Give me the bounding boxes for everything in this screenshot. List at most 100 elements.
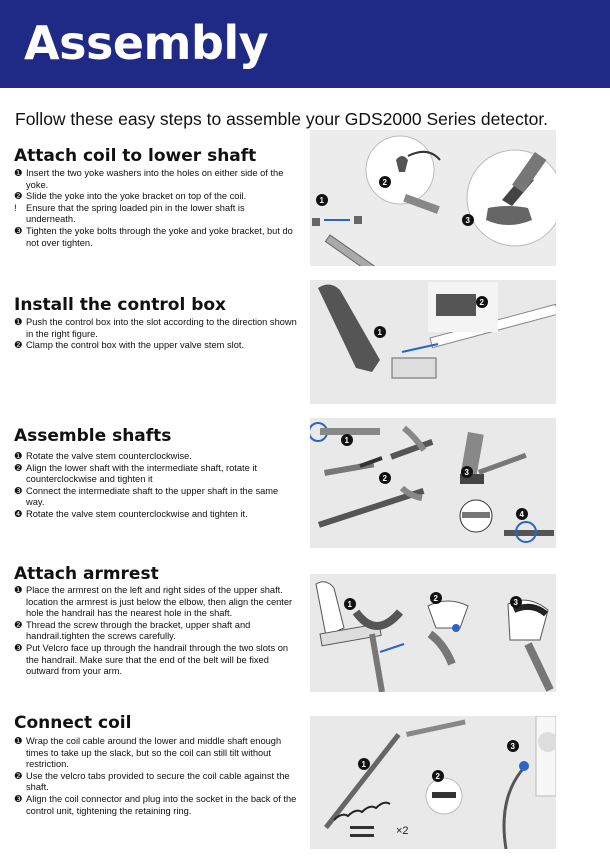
figure-number: 3 [466, 216, 471, 225]
direction-arrow-icon [379, 643, 405, 653]
step-text: Ensure that the spring loaded pin in the… [26, 202, 245, 225]
figure-badge [510, 596, 522, 608]
step-text: Place the armrest on the left and right … [26, 585, 293, 619]
quantity-label: ×2 [396, 825, 409, 837]
step-item: ! Ensure that the spring loaded pin in th… [14, 203, 294, 226]
step-bullet: ❸ [14, 485, 23, 497]
figure-badge [316, 194, 328, 206]
step-bullet: ❶ [14, 317, 23, 328]
step-bullet: ❸ [14, 225, 23, 237]
figure-number: 2 [480, 298, 485, 307]
step-text: Align the coil connector and plug into t… [26, 793, 297, 816]
section-title-assemble-shafts: Assemble shafts [14, 426, 172, 446]
figure-badge [476, 296, 488, 308]
step-bullet: ❶ [14, 168, 23, 179]
page-title: Assembly [24, 16, 269, 70]
step-text: Use the velcro tabs provided to secure t… [26, 770, 290, 793]
warning-icon: ! [14, 202, 17, 214]
control-box-illustration: 1 2 [318, 282, 556, 379]
figure-badge [462, 214, 474, 226]
step-bullet: ❷ [14, 462, 23, 474]
figure-number: 3 [511, 742, 516, 751]
step-bullet: ❷ [14, 770, 23, 782]
step-bullet: ❶ [14, 451, 23, 462]
figure-badge [374, 326, 386, 338]
figure-number: 1 [320, 196, 325, 205]
attach-coil-illustration: 1 2 3 [312, 135, 556, 266]
figure-badge [344, 598, 356, 610]
clamp-icon [436, 294, 476, 316]
figure-number: 1 [348, 600, 353, 609]
step-bullet: ❸ [14, 642, 23, 654]
screw-icon [452, 624, 460, 632]
connector-icon [519, 761, 529, 771]
yoke-icon [396, 156, 408, 172]
rotate-arrow-icon [515, 521, 537, 543]
figure-badge [516, 508, 528, 520]
figure-number: 2 [434, 594, 439, 603]
step-text: Slide the yoke into the yoke bracket on … [26, 191, 247, 202]
step-text: Insert the two yoke washers into the hol… [26, 168, 284, 190]
step-text: Connect the intermediate shaft to the up… [26, 485, 279, 508]
step-text: Tighten the yoke bolts through the yoke … [26, 225, 293, 248]
page-header: Assembly [0, 0, 610, 88]
step-text: Clamp the control box with the upper val… [26, 340, 245, 351]
figure-badge [379, 176, 391, 188]
figure-badge [461, 466, 473, 478]
figure-number: 2 [436, 772, 441, 781]
section-title-connect-coil: Connect coil [14, 713, 132, 733]
direction-arrow-icon [401, 343, 439, 353]
section-title-armrest: Attach armrest [14, 564, 159, 584]
step-text: Align the lower shaft with the intermedi… [26, 462, 257, 485]
armrest-icon [352, 609, 404, 630]
step-text: Wrap the coil cable around the lower and… [26, 736, 282, 770]
section-title-control-box: Install the control box [14, 295, 227, 315]
intro-text: Follow these easy steps to assemble your… [15, 109, 549, 129]
figure-armrest: 1 2 3 [310, 574, 556, 692]
step-bullet: ❹ [14, 508, 23, 520]
figure-badge [341, 434, 353, 446]
section-title-attach-coil: Attach coil to lower shaft [14, 146, 257, 166]
figure-control-box: 1 2 [310, 280, 556, 404]
step-bullet: ❶ [14, 736, 23, 747]
step-bullet: ❸ [14, 793, 23, 805]
figure-number: 1 [378, 328, 383, 337]
step-bullet: ❷ [14, 619, 23, 631]
figure-attach-coil: 1 2 3 [310, 130, 556, 266]
figure-badge [358, 758, 370, 770]
step-text: Rotate the valve stem counterclockwise a… [26, 508, 248, 519]
step-bullet: ❶ [14, 585, 23, 596]
figure-number: 3 [465, 468, 470, 477]
armrest-illustration: 1 2 3 [315, 581, 554, 692]
figure-number: 1 [345, 436, 350, 445]
figure-badge [432, 770, 444, 782]
control-box-icon [318, 284, 380, 372]
figure-number: 3 [514, 598, 519, 607]
step-text: Thread the screw through the bracket, up… [26, 619, 251, 642]
step-text: Rotate the valve stem counterclockwise. [26, 451, 192, 461]
step-bullet: ❷ [14, 340, 23, 352]
step-text: Push the control box into the slot accor… [26, 317, 297, 339]
assemble-shafts-illustration: 1 2 3 4 [310, 422, 554, 543]
step-text: Put Velcro face up through the handrail … [26, 642, 289, 677]
figure-number: 4 [520, 510, 525, 519]
